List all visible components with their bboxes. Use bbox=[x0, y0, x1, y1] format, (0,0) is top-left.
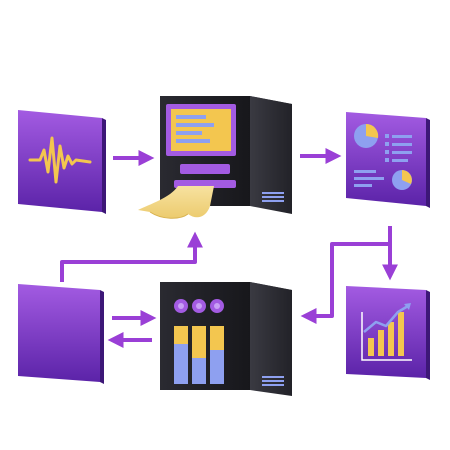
bar-chart-trend-icon bbox=[361, 303, 412, 361]
analytics-dashboard bbox=[346, 112, 430, 208]
data-source-panel bbox=[18, 284, 104, 384]
waveform-icon bbox=[28, 136, 92, 184]
printed-paper bbox=[138, 186, 214, 219]
text-lines-icon bbox=[354, 170, 384, 187]
growth-chart-panel bbox=[346, 286, 430, 380]
arrow-growth-chart-to-server bbox=[300, 242, 390, 324]
processing-terminal bbox=[138, 96, 292, 219]
terminal-vent-icon bbox=[262, 192, 284, 202]
server-bars-icon bbox=[174, 326, 224, 384]
storage-server bbox=[160, 282, 292, 396]
server-status-lights bbox=[174, 299, 224, 313]
terminal-slot bbox=[180, 164, 230, 174]
terminal-screen bbox=[166, 104, 236, 156]
signal-panel bbox=[18, 110, 106, 214]
arrow-data-source-to-terminal bbox=[60, 231, 203, 282]
server-vent-icon bbox=[262, 376, 284, 386]
checklist-icon bbox=[385, 134, 412, 162]
pie-chart-icon bbox=[354, 123, 379, 148]
small-pie-chart-icon bbox=[392, 170, 412, 190]
